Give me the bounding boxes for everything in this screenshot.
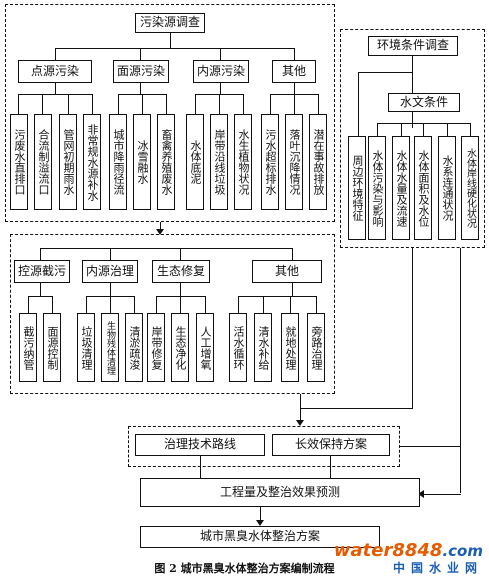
survey-item: 城市降雨径流 [109, 114, 127, 210]
measure-category-internal-treatment: 内源治理 [82, 260, 138, 283]
figure-caption: 图 2 城市黑臭水体整治方案编制流程 [154, 562, 335, 575]
category-internal-source: 内源污染 [193, 60, 249, 83]
measure-category-ecological-restoration: 生态修复 [152, 260, 210, 283]
category-other-source: 其他 [272, 60, 316, 83]
final-plan-box: 城市黑臭水体整治方案 [140, 526, 380, 548]
survey-item: 潜在事故排放 [309, 114, 327, 210]
measure-category-source-control: 控源截污 [14, 260, 70, 283]
measure-item: 截污纳管 [19, 313, 37, 382]
survey-item: 冰雪融水 [133, 114, 151, 210]
route-box: 治理技术路线 [135, 434, 265, 456]
measure-item: 岸带修复 [147, 313, 165, 382]
measure-item: 人工增氧 [196, 313, 214, 382]
survey-title: 污染源调查 [135, 13, 205, 33]
hydro-title: 水文条件 [388, 93, 460, 112]
environment-title: 环境条件调查 [368, 36, 458, 56]
survey-item: 污水超标排水 [261, 114, 279, 210]
forecast-box: 工程量及整治效果预测 [140, 478, 420, 507]
watermark-logo: water8848.com 中国水业网 [333, 540, 483, 575]
survey-item: 合流制溢流口 [34, 114, 52, 210]
survey-item: 管网初期雨水 [59, 114, 77, 210]
survey-item: 落叶沉降情况 [285, 114, 303, 210]
measure-item: 生态净化 [171, 313, 189, 382]
measure-item: 就地处理 [281, 313, 299, 382]
survey-item: 畜禽养殖废水 [157, 114, 175, 210]
environment-item: 周边环境特征 [348, 136, 366, 240]
measure-item: 清淤疏浚 [125, 313, 143, 382]
category-non-point-source: 面源污染 [113, 60, 169, 83]
environment-item: 水体污染与影响 [368, 136, 386, 240]
measure-item: 面源控制 [43, 313, 61, 382]
survey-item: 水体底泥 [186, 114, 204, 210]
environment-group-border [340, 29, 485, 248]
measure-category-other: 其他 [252, 260, 322, 283]
survey-group-border [5, 4, 335, 222]
measure-item: 活水循环 [229, 313, 247, 382]
survey-item: 岸带沿线垃圾 [210, 114, 228, 210]
measure-item: 垃圾清理 [77, 313, 95, 382]
environment-item: 水系连通状况 [438, 136, 456, 240]
environment-item: 水体面积及水位 [414, 136, 432, 240]
survey-item: 非常规水源补水 [83, 114, 101, 210]
measure-item: 清水补给 [254, 313, 272, 382]
category-point-source: 点源污染 [18, 60, 92, 83]
survey-item: 污废水直排口 [10, 114, 28, 210]
measure-item: 生物残体清理 [101, 313, 119, 382]
measures-group-border [10, 234, 335, 394]
maintain-box: 长效保持方案 [272, 434, 390, 456]
measure-item: 旁路治理 [307, 313, 325, 382]
survey-item: 水生植物状况 [234, 114, 252, 210]
environment-item: 水体水量及流速 [392, 136, 410, 240]
environment-item: 水体岸线硬化状况 [461, 136, 479, 240]
plan-group-border [128, 426, 400, 467]
